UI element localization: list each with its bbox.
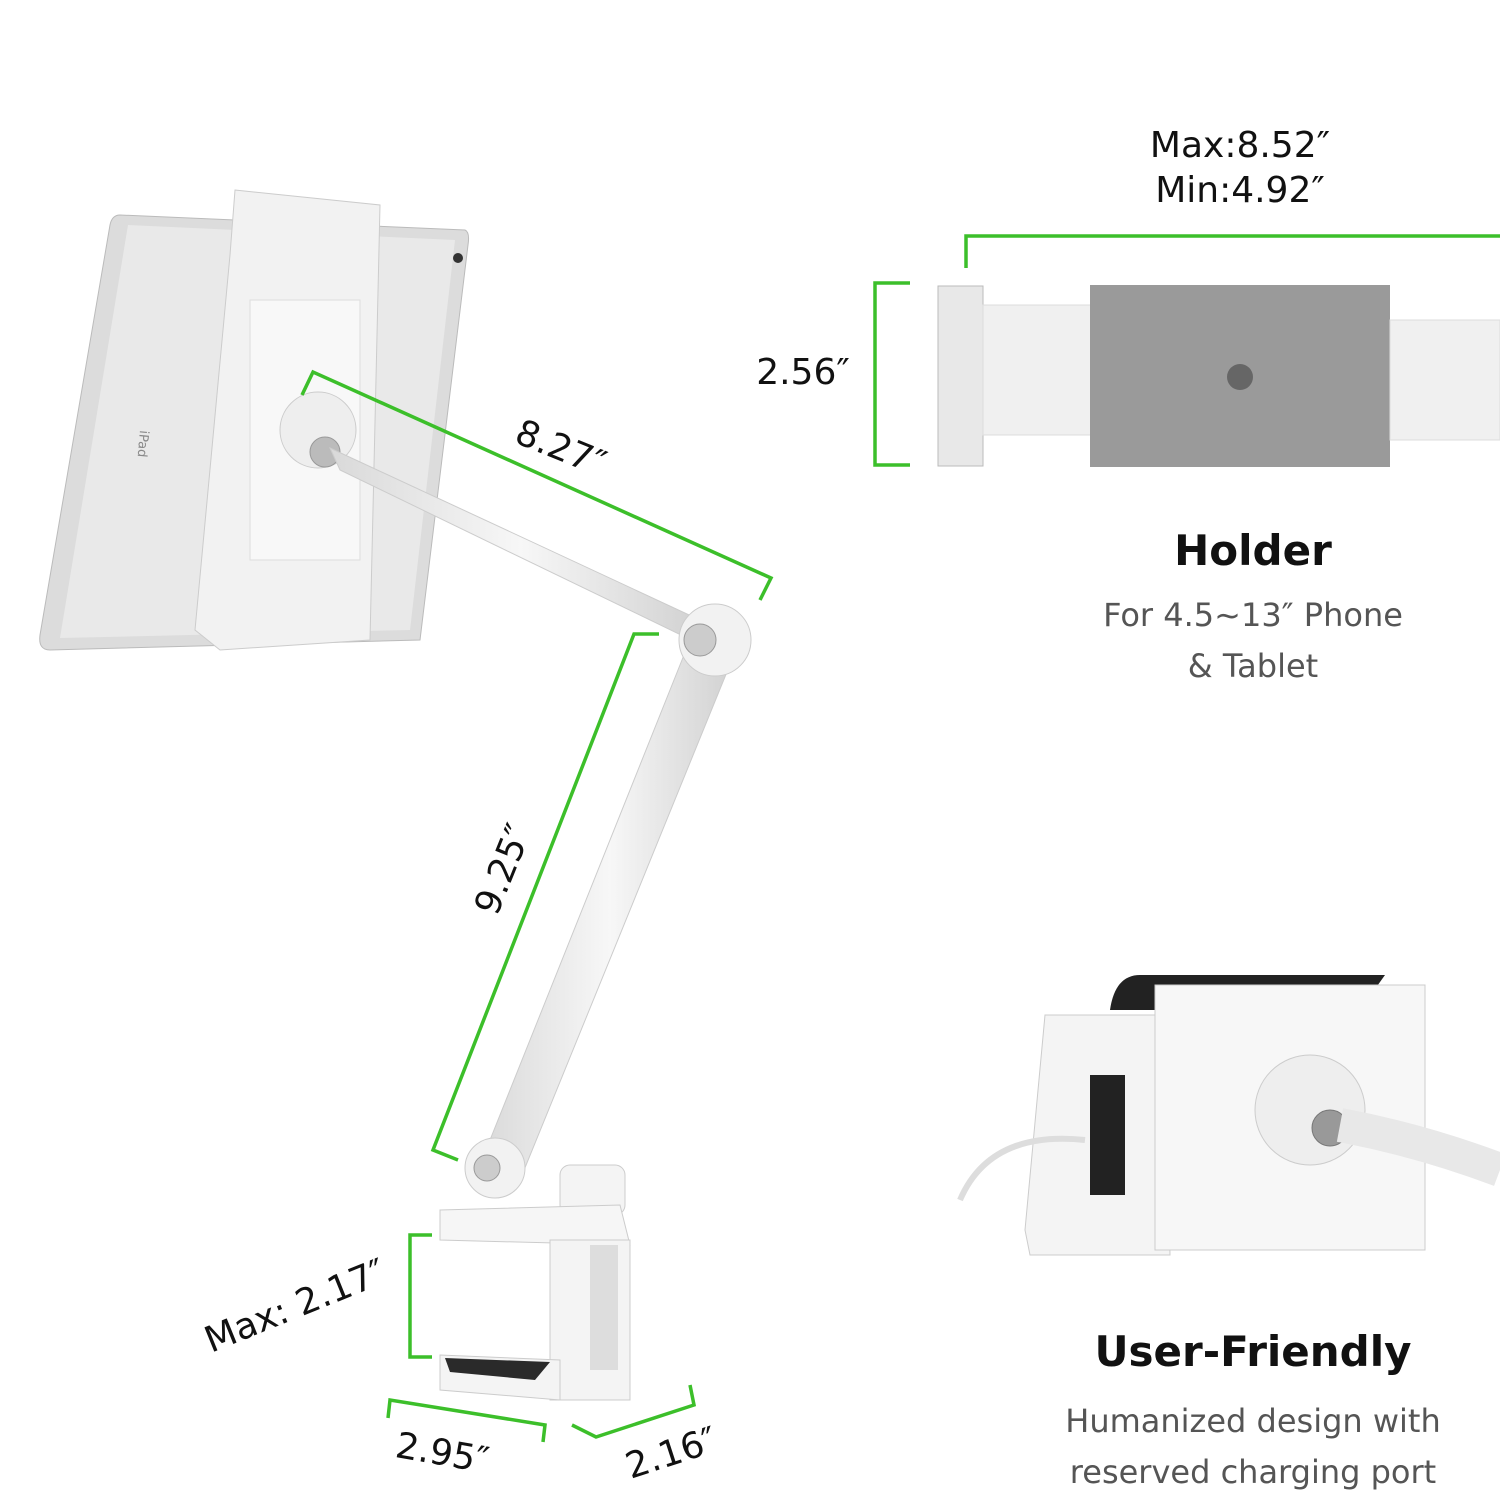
feature-line: reserved charging port [1070,1453,1436,1491]
feature-title-user-friendly: User-Friendly [1094,1327,1411,1376]
clamp-max-label: Max: 2.17″ [199,1251,392,1361]
holder-max-label: Max:8.52″ [1150,125,1330,166]
feature-line: & Tablet [1188,647,1318,685]
holder-detail [937,285,1500,467]
upper-arm-label: 8.27″ [509,412,611,485]
camera-icon [453,253,463,263]
mount-hole [1227,364,1253,390]
holder-height-label: 2.56″ [756,352,850,393]
device-label: iPad [134,430,151,458]
charging-cable [957,1135,1086,1202]
dimension-lines [300,234,1500,1443]
base-width-label: 2.95″ [393,1425,492,1482]
tablet-holder [194,189,381,651]
holder-with-phone [957,975,1500,1256]
holder-min-label: Min:4.92″ [1155,170,1325,211]
base-depth-label: 2.16″ [621,1420,723,1488]
arm [328,446,752,1199]
desk-clamp [439,1164,631,1401]
feature-line: For 4.5~13″ Phone [1103,596,1403,634]
feature-line: Humanized design with [1065,1402,1440,1440]
feature-title-holder: Holder [1174,526,1332,575]
